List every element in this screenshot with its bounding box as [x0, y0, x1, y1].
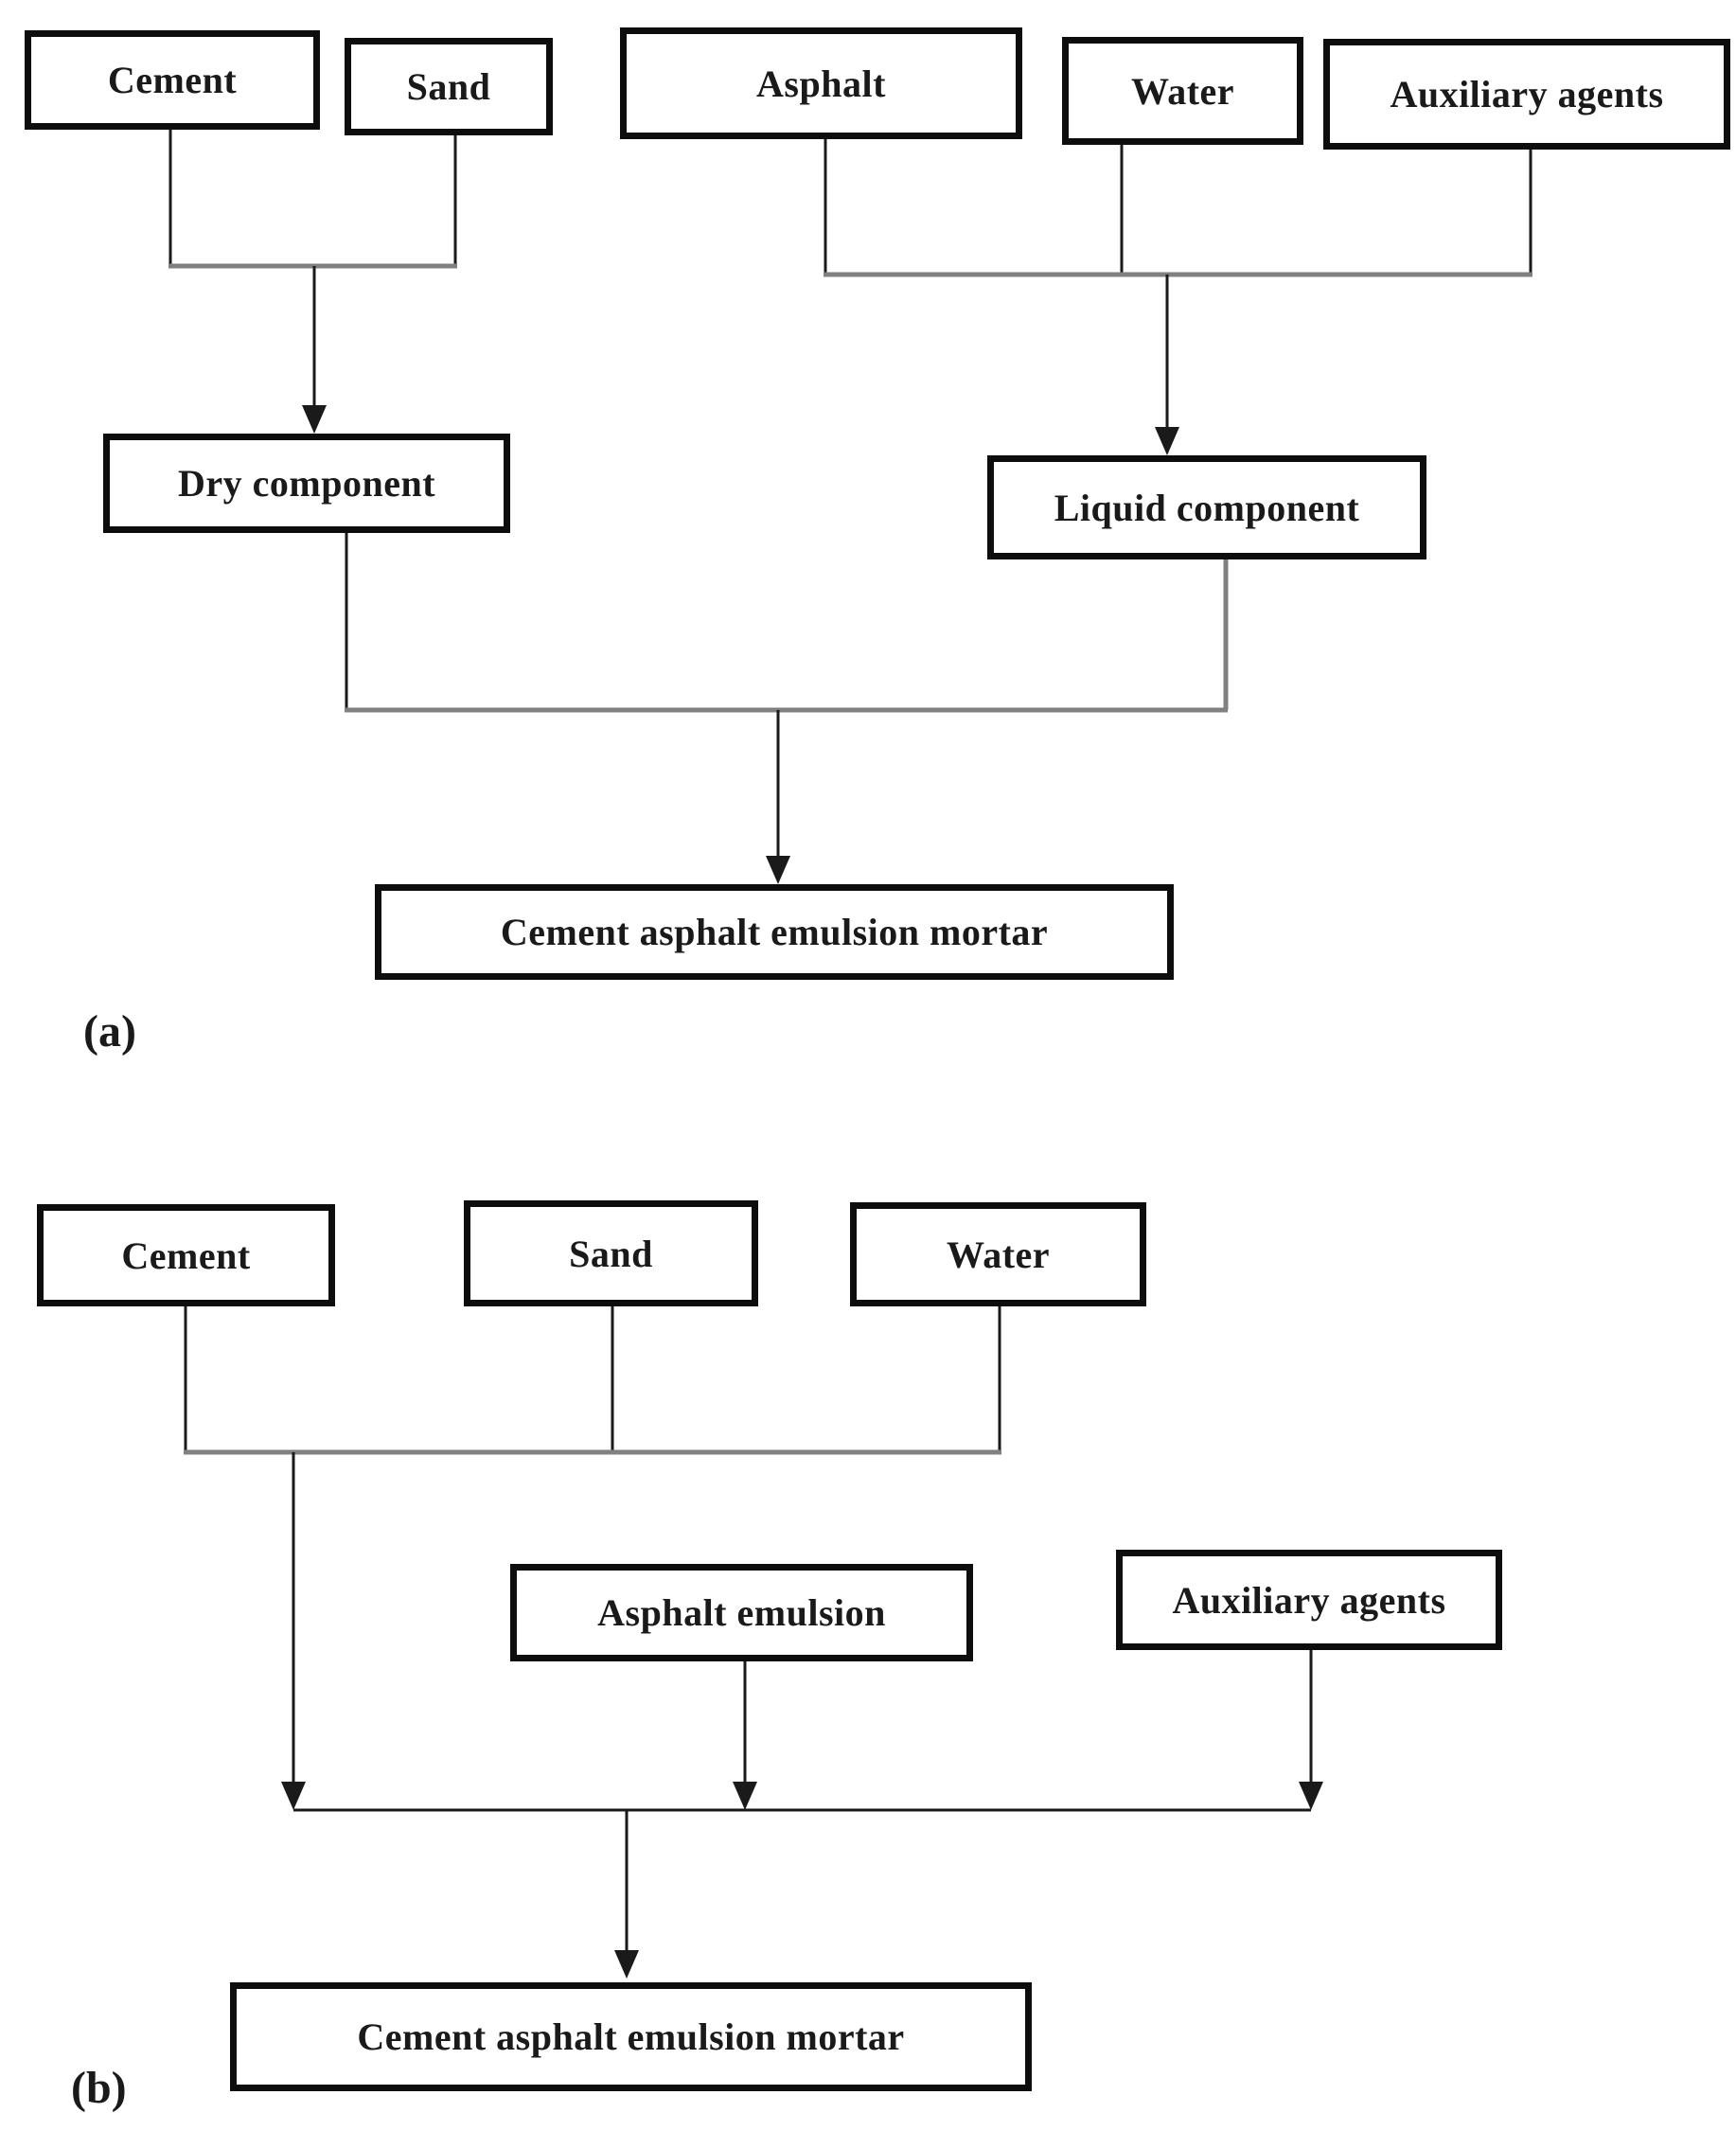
- panel-b-label: (b): [71, 2063, 127, 2113]
- box-water-b: Water: [850, 1202, 1146, 1306]
- box-cement-b: Cement: [37, 1204, 335, 1306]
- box-water-a: Water: [1062, 37, 1303, 145]
- a-dry-merge-connector: [168, 130, 457, 434]
- arrowhead-down-icon: [766, 856, 790, 884]
- box-dry-component: Dry component: [103, 434, 510, 533]
- box-sand-a: Sand: [345, 38, 553, 135]
- box-auxiliary-agents-b: Auxiliary agents: [1116, 1550, 1502, 1650]
- box-cement-a: Cement: [25, 30, 320, 130]
- arrowhead-down-icon: [281, 1782, 306, 1810]
- a-liquid-merge-connector: [824, 139, 1532, 455]
- arrowhead-down-icon: [1299, 1782, 1323, 1810]
- b-top-merge-connector: [184, 1306, 1001, 1810]
- box-output-mortar-a: Cement asphalt emulsion mortar: [375, 884, 1174, 980]
- box-output-mortar-b: Cement asphalt emulsion mortar: [230, 1982, 1032, 2091]
- arrowhead-down-icon: [302, 405, 327, 434]
- box-sand-b: Sand: [464, 1200, 758, 1306]
- arrowhead-down-icon: [614, 1950, 639, 1979]
- a-output-merge-connector: [345, 533, 1229, 884]
- box-auxiliary-agents-a: Auxiliary agents: [1323, 39, 1730, 150]
- box-liquid-component: Liquid component: [987, 455, 1426, 559]
- arrowhead-down-icon: [733, 1782, 757, 1810]
- arrowhead-down-icon: [1155, 427, 1179, 455]
- box-asphalt-emulsion: Asphalt emulsion: [510, 1564, 973, 1661]
- panel-a-label: (a): [83, 1006, 136, 1056]
- box-asphalt-a: Asphalt: [620, 27, 1022, 139]
- b-collector-connector: [293, 1650, 1323, 1979]
